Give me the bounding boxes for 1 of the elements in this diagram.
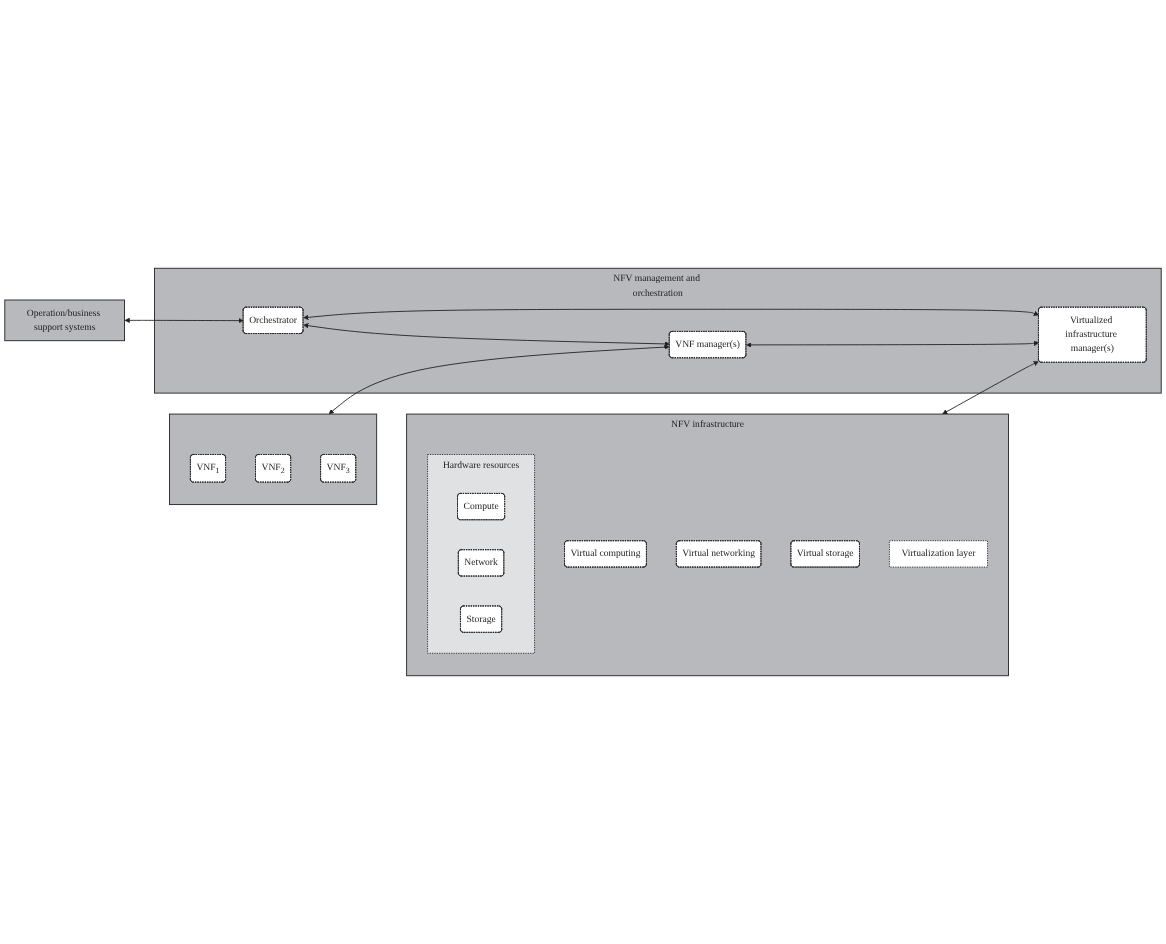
cluster	[169, 413, 378, 506]
